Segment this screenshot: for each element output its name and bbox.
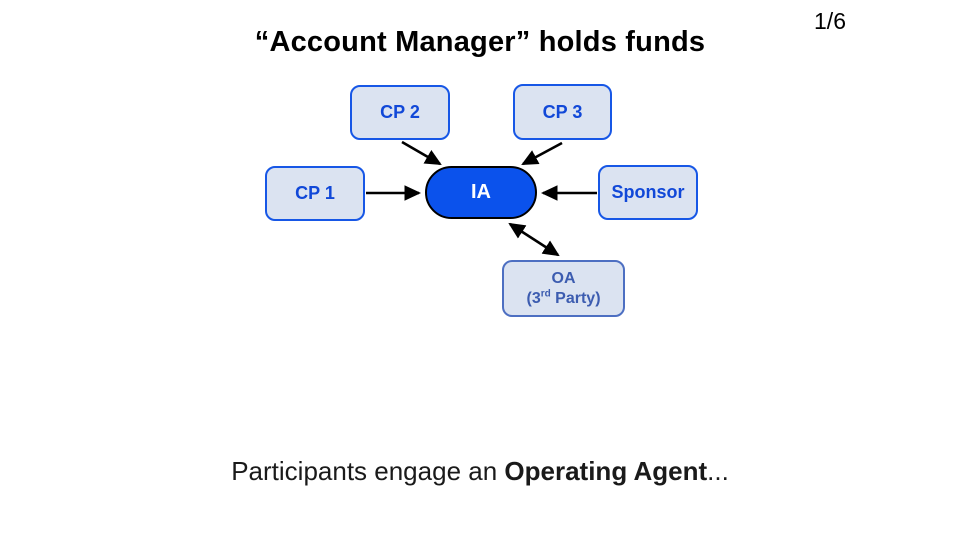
node-cp3-label: CP 3 [542, 101, 583, 122]
node-cp2-label: CP 2 [380, 102, 420, 122]
arrow-ia-oa-two-way [508, 222, 560, 257]
footer-bold: Operating Agent [504, 456, 708, 486]
node-cp1-label: CP 1 [295, 183, 335, 203]
node-oa-label-line2: (3rd Party) [526, 288, 601, 307]
node-oa-label-line1: OA [551, 269, 576, 287]
footer-prefix: Participants engage an [231, 456, 505, 486]
footer-suffix: ... [707, 456, 729, 486]
node-sponsor-label: Sponsor [611, 182, 685, 202]
node-cp2: CP 2 [350, 85, 450, 140]
node-ia: IA [425, 166, 537, 219]
arrow-cp3-to-ia [521, 141, 563, 166]
node-cp3: CP 3 [513, 84, 612, 140]
node-cp1: CP 1 [265, 166, 365, 221]
footer-text: Participants engage an Operating Agent..… [0, 456, 960, 487]
node-ia-label: IA [471, 181, 491, 203]
slide-title: “Account Manager” holds funds [254, 26, 706, 58]
node-sponsor: Sponsor [598, 165, 698, 220]
arrow-cp2-to-ia [401, 140, 442, 166]
page-indicator: 1/6 [814, 8, 846, 34]
node-oa: OA (3rd Party) [502, 260, 625, 317]
